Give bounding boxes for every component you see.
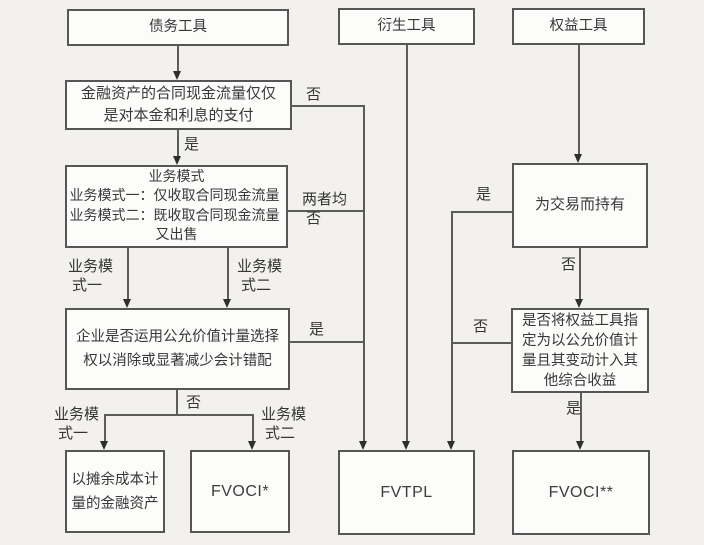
edge-label-sppi-no: 否 bbox=[306, 87, 322, 103]
connector-fvo-yes bbox=[289, 341, 364, 343]
edge-label-line: 否 bbox=[306, 211, 322, 227]
edge-label-fvo-no: 否 bbox=[186, 395, 202, 411]
connector-split-to-amortized bbox=[104, 414, 106, 442]
node-label-line: 量的金融资产 bbox=[71, 495, 159, 512]
node-equity-instruments: 权益工具 bbox=[512, 8, 645, 45]
connector-fvo-split bbox=[104, 414, 253, 416]
arrowhead-down-icon bbox=[576, 441, 584, 450]
node-debt-instruments: 债务工具 bbox=[67, 9, 289, 46]
edge-label-designation-no: 否 bbox=[473, 319, 489, 335]
edge-label-bm2-bottom: 业务模 式二 bbox=[261, 406, 306, 444]
connector-merged-no-to-fvtpl bbox=[363, 105, 365, 442]
node-label-line: 以摊余成本计 bbox=[71, 471, 159, 488]
connector-bm1-to-fvo bbox=[127, 248, 129, 300]
node-fvoci-double-star: FVOCI** bbox=[512, 450, 650, 535]
edge-label-line: 式一 bbox=[72, 278, 103, 294]
edge-label-line: 业务模 bbox=[261, 407, 307, 423]
edge-label-fvo-yes: 是 bbox=[309, 322, 325, 338]
edge-label-bm1-bottom: 业务模 式一 bbox=[54, 406, 99, 444]
edge-label-bm1-top: 业务模 式一 bbox=[68, 258, 113, 296]
node-fvoci-star: FVOCI* bbox=[190, 450, 290, 533]
edge-label-line: 两者均 bbox=[302, 192, 348, 208]
arrowhead-down-icon bbox=[100, 441, 108, 450]
arrowhead-down-icon bbox=[123, 299, 131, 308]
node-label: FVTPL bbox=[380, 484, 433, 501]
connector-bothno bbox=[287, 210, 364, 212]
connector-designation-to-fvoci2 bbox=[580, 393, 582, 442]
node-label-line: 权以消除或显著减少会计错配 bbox=[83, 353, 272, 369]
node-business-model: 业务模式 业务模式一：仅收取合同现金流量 业务模式二：既收取合同现金流量 又出售 bbox=[65, 165, 288, 248]
node-label: 权益工具 bbox=[549, 18, 608, 34]
node-fair-value-option: 企业是否运用公允价值计量选择 权以消除或显著减少会计错配 bbox=[65, 308, 290, 390]
node-oci-designation: 是否将权益工具指 定为以公允价值计 量且其变动计入其 他综合收益 bbox=[511, 308, 649, 393]
edge-label-line: 式二 bbox=[241, 278, 272, 294]
node-sppi-test: 金融资产的合同现金流量仅仅 是对本金和利息的支付 bbox=[65, 80, 292, 130]
edge-label-line: 业务模 bbox=[68, 259, 114, 275]
connector-bm2-to-fvo bbox=[227, 248, 229, 300]
business-model-title: 业务模式 bbox=[148, 169, 205, 185]
edge-label-line: 业务模 bbox=[54, 407, 100, 423]
node-label: 债务工具 bbox=[149, 19, 207, 35]
node-derivative-instruments: 衍生工具 bbox=[338, 8, 475, 45]
connector-fvo-down-stub bbox=[176, 390, 178, 415]
arrowhead-down-icon bbox=[173, 71, 181, 80]
connector-derivative-to-fvtpl bbox=[406, 45, 408, 442]
node-label-line: 又出售 bbox=[155, 228, 198, 243]
arrowhead-down-icon bbox=[359, 441, 367, 450]
node-label-line: 定为以公允价值计 bbox=[522, 332, 638, 349]
node-label: 衍生工具 bbox=[377, 18, 436, 34]
node-label: 为交易而持有 bbox=[534, 197, 625, 213]
node-label-line: 是否将权益工具指 bbox=[522, 312, 638, 329]
node-amortized-cost: 以摊余成本计 量的金融资产 bbox=[65, 450, 165, 533]
node-label-line: 是对本金和利息的支付 bbox=[103, 108, 254, 124]
edge-label-line: 式二 bbox=[265, 426, 296, 442]
node-label-line: 金融资产的合同现金流量仅仅 bbox=[80, 86, 276, 102]
node-label: FVOCI** bbox=[548, 484, 614, 501]
edge-label-sppi-yes: 是 bbox=[184, 137, 200, 153]
connector-hft-yes-to-fvtpl bbox=[451, 211, 453, 442]
connector-split-to-fvoci bbox=[252, 414, 254, 442]
arrowhead-down-icon bbox=[575, 299, 583, 308]
connector-equity-to-hft bbox=[578, 45, 580, 155]
node-label: FVOCI* bbox=[210, 483, 270, 500]
edge-label-bm2-top: 业务模 式二 bbox=[237, 258, 282, 296]
node-label-line: 业务模式一：仅收取合同现金流量 bbox=[69, 189, 280, 204]
node-label-line: 企业是否运用公允价值计量选择 bbox=[76, 329, 279, 345]
arrowhead-down-icon bbox=[248, 441, 256, 450]
connector-hft-to-designation bbox=[579, 248, 581, 300]
node-label-line: 量且其变动计入其 bbox=[522, 352, 638, 369]
node-label-line: 他综合收益 bbox=[543, 372, 617, 389]
edge-label-both-no: 两者均 否 bbox=[302, 191, 347, 229]
arrowhead-down-icon bbox=[223, 299, 231, 308]
node-fvtpl: FVTPL bbox=[338, 450, 475, 535]
edge-label-hft-yes: 是 bbox=[476, 187, 492, 203]
arrowhead-down-icon bbox=[402, 441, 410, 450]
node-held-for-trading: 为交易而持有 bbox=[512, 163, 648, 248]
connector-sppi-no bbox=[290, 105, 364, 107]
edge-label-hft-no: 否 bbox=[561, 257, 577, 273]
arrowhead-down-icon bbox=[447, 441, 455, 450]
connector-designation-no bbox=[451, 342, 512, 344]
connector-debt-to-sppi bbox=[177, 46, 179, 73]
node-label-line: 业务模式二：既收取合同现金流量 bbox=[69, 208, 280, 224]
connector-sppi-to-bizmodel bbox=[177, 130, 179, 157]
connector-hft-yes bbox=[451, 211, 513, 213]
arrowhead-down-icon bbox=[574, 154, 582, 163]
edge-label-designation-yes: 是 bbox=[566, 401, 582, 417]
edge-label-line: 式一 bbox=[58, 426, 89, 442]
arrowhead-down-icon bbox=[173, 156, 181, 165]
edge-label-line: 业务模 bbox=[237, 259, 283, 275]
